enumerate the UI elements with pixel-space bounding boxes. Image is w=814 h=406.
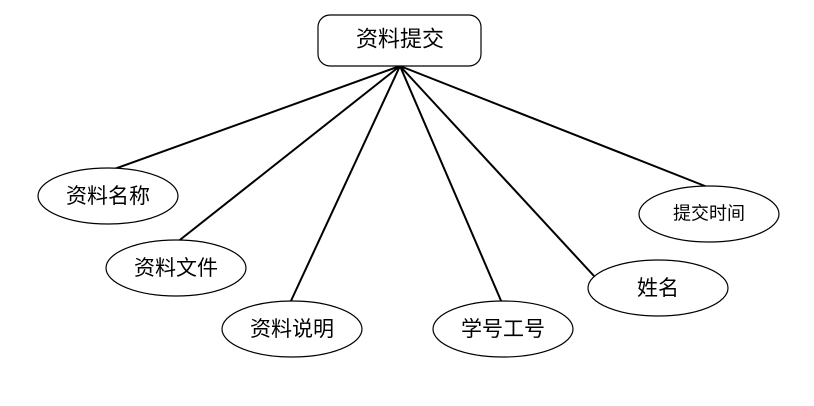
attribute-label: 姓名: [637, 276, 679, 300]
entity-label: 资料提交: [356, 28, 444, 53]
attribute-ellipse: [221, 300, 363, 358]
attribute-ellipse: [37, 167, 179, 225]
attribute-time: 提交时间: [638, 185, 780, 243]
entity-node: 资料提交: [317, 14, 482, 67]
attribute-ellipse: [587, 259, 729, 317]
attribute-label: 学号工号: [461, 317, 545, 341]
attribute-id: 学号工号: [432, 300, 574, 358]
attribute-ellipse: [638, 185, 780, 243]
attribute-label: 资料名称: [66, 184, 150, 208]
attribute-person: 姓名: [587, 259, 729, 317]
connector-description: [289, 65, 401, 304]
connector-file: [175, 65, 401, 244]
attribute-description: 资料说明: [221, 300, 363, 358]
connector-person: [399, 65, 595, 277]
attribute-ellipse: [432, 300, 574, 358]
connector-name: [105, 65, 401, 173]
connector-time: [399, 65, 711, 189]
attribute-label: 提交时间: [673, 204, 745, 225]
attribute-label: 资料说明: [250, 317, 334, 341]
connector-id: [399, 65, 503, 304]
attribute-ellipse: [105, 239, 247, 297]
attribute-label: 资料文件: [134, 256, 218, 280]
attribute-file: 资料文件: [105, 239, 247, 297]
entity-box: [317, 14, 482, 67]
attribute-name: 资料名称: [37, 167, 179, 225]
connector-lines: [105, 65, 711, 304]
